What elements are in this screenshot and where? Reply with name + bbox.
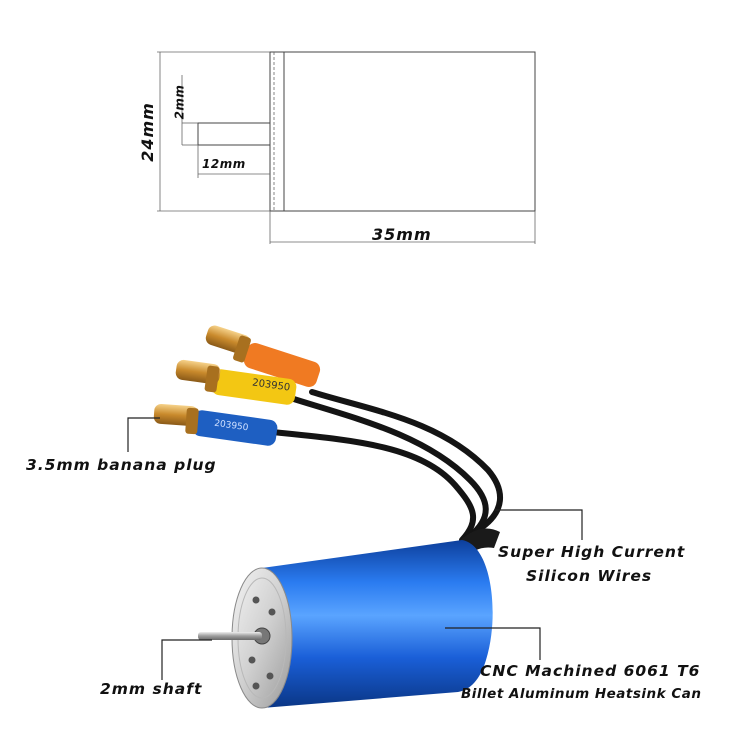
can-body: [262, 540, 493, 708]
wires-callout-line1: Super High Current: [498, 543, 686, 561]
shaft-diameter-label: 2mm: [172, 84, 187, 120]
mount-hole-4: [266, 672, 274, 680]
motor-shaft: [198, 632, 262, 640]
mount-hole-1: [252, 596, 260, 604]
wires-callout-line2: Silicon Wires: [526, 567, 653, 585]
blue-gold-collar: [185, 407, 199, 435]
yellow-sleeve: [211, 369, 297, 405]
mount-hole-3: [248, 656, 256, 664]
length-dimension-label: 35mm: [372, 225, 432, 244]
shaft-callout: 2mm shaft: [100, 680, 203, 698]
wire-blue: [269, 429, 477, 543]
wire-orange: [309, 389, 503, 533]
shaft-length-label: 12mm: [202, 157, 246, 171]
orange-banana-connector: [205, 325, 321, 388]
wire-yellow: [269, 389, 489, 539]
motor-can: [198, 540, 493, 709]
silicon-wires: [269, 389, 503, 543]
orange-sleeve: [243, 342, 321, 388]
can-outline: [269, 51, 536, 212]
blue-sleeve: [192, 410, 278, 446]
mount-hole-5: [252, 682, 260, 690]
height-dimension-label: 24mm: [137, 102, 157, 162]
leader-banana-plug: [127, 417, 160, 452]
shaft-outline: [197, 122, 271, 146]
callout-leaders: [127, 417, 583, 680]
yellow-banana-connector: [175, 359, 297, 405]
yellow-gold-collar: [204, 365, 220, 393]
can-callout-line2: Billet Aluminum Heatsink Can: [461, 686, 702, 702]
leader-wires: [495, 509, 583, 540]
leader-can: [445, 627, 541, 660]
orange-gold-collar: [233, 335, 251, 363]
blue-banana-connector: [153, 403, 278, 446]
can-callout-line1: CNC Machined 6061 T6: [480, 662, 701, 680]
mount-hole-2: [268, 608, 276, 616]
leader-shaft: [161, 639, 212, 680]
banana-plug-callout: 3.5mm banana plug: [26, 456, 217, 474]
